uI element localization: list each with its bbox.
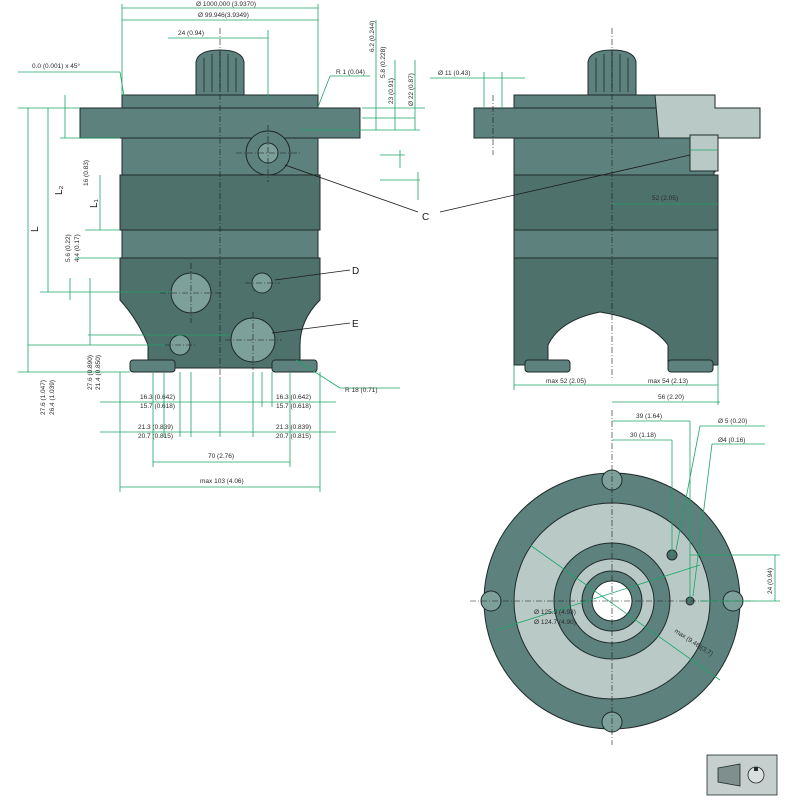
dim-26-4: 26.4 (1.039) [49,380,56,415]
dim-bottom-24: 24 (0.94) [767,568,774,594]
dim-flange-dia-max: Ø 1000,000 (3.9370) [196,1,256,8]
front-dimensions: Ø 1000,000 (3.9370) Ø 99.946(3.9349) 24 … [18,1,429,492]
side-lower-body [513,229,719,259]
side-view [473,28,761,378]
dim-side-max-left: max 52 (2.05) [546,378,586,385]
dim-bottom-pcd-min: Ø 124.7 (4.90) [534,619,576,626]
dim-side-max-right: max 54 (2.13) [648,378,688,385]
dim-radius-bottom: R 18 (0.71) [345,387,378,394]
dim-flange-dia-min: Ø 99.946(3.9349) [198,12,249,19]
dim-right-16-3: 16.3 (0.642) [276,394,311,401]
dim-l2: L₂ [54,185,65,195]
dim-bottom-5: Ø 5 (0.20) [718,418,747,425]
dim-5-6: 5.6 (0.22) [65,234,72,262]
callout-c: C [422,212,429,223]
front-foot-left [129,359,176,373]
dim-side-hole: Ø 11 (0.43) [438,70,470,77]
dim-right-20-7: 20.7 (0.815) [276,433,311,440]
side-end-cap [513,257,719,366]
dim-left-21-3: 21.3 (0.839) [138,424,173,431]
dim-l1: L₁ [89,198,100,208]
dim-width-max: max 103 (4.06) [200,478,244,485]
dim-22: Ø 22 (0.87) [408,73,415,106]
dim-bottom-30: 30 (1.18) [630,432,656,439]
front-flange [79,107,361,139]
dim-5-8: 5.8 (0.228) [380,47,387,78]
dim-right-15-7: 15.7 (0.618) [276,403,311,410]
dim-l: L [30,226,41,232]
tapered-shaft-icon [706,754,778,796]
dim-4-4: 4.4 (0.17) [74,234,81,262]
side-foot-left [524,359,571,373]
bottom-view [470,410,755,745]
dim-left-20-7: 20.7 (0.815) [138,433,173,440]
side-foot-right [667,359,714,373]
dim-bottom-4: Ø4 (0.16) [718,437,745,444]
callout-e: E [352,319,359,330]
dim-27-6a: 27.6 (0.890) [87,355,94,390]
front-view [79,28,361,378]
callout-d: D [352,266,359,277]
front-foot-right [271,359,318,373]
dim-bottom-pcd-max: Ø 125.3 (4.93) [534,609,576,616]
side-port-fitting [689,134,719,172]
dim-bottom-39: 39 (1.64) [636,413,662,420]
dim-16: 16 (0.83) [83,160,90,186]
dim-side-port-depth: 52 (2.05) [652,195,678,202]
dim-chamfer: 0.0 (0.001) x 45° [32,62,81,70]
dim-shaft-width: 24 (0.94) [178,30,204,37]
dim-6-2: 6.2 (0.244) [369,21,376,52]
dim-23: 23 (0.91) [388,78,395,104]
dim-27-6b: 27.6 (1.047) [40,380,47,415]
side-dimensions: Ø 11 (0.43) 52 (2.05) max 52 (2.05) max … [430,70,720,405]
dim-21-4a: 21.4 (0.850) [95,355,102,390]
dim-side-overall: 56 (2.20) [658,394,684,401]
side-middle-ring [513,174,719,231]
dim-width-70: 70 (2.76) [208,453,234,460]
dim-right-21-3: 21.3 (0.839) [276,424,311,431]
dim-left-16-3: 16.3 (0.642) [140,394,175,401]
dim-left-15-7: 15.7 (0.618) [140,403,175,410]
dim-radius-top: R 1 (0.04) [336,69,365,76]
